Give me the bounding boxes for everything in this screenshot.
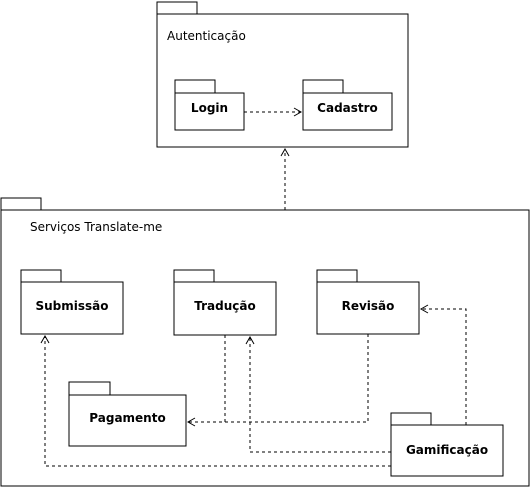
package-traducao-label: Tradução [194,299,255,313]
package-gamificacao[interactable]: Gamificação [390,412,504,477]
package-servicos-label: Serviços Translate-me [30,220,162,234]
package-gamificacao-label: Gamificação [406,443,488,457]
package-submissao-label: Submissão [35,299,108,313]
package-pagamento[interactable]: Pagamento [68,381,187,447]
package-traducao[interactable]: Tradução [173,269,277,336]
package-submissao[interactable]: Submissão [20,269,124,335]
dependency-gamificacao-to-revisao [419,304,467,425]
package-revisao[interactable]: Revisão [316,269,420,335]
package-pagamento-label: Pagamento [89,411,165,425]
package-login[interactable]: Login [174,79,245,131]
package-cadastro-label: Cadastro [317,101,378,115]
dependency-gamificacao-to-submissao [40,334,391,467]
package-autenticacao-label: Autenticação [167,29,246,43]
dependency-gamificacao-to-traducao [245,335,391,453]
package-revisao-label: Revisão [342,299,395,313]
package-cadastro[interactable]: Cadastro [302,79,393,131]
package-login-label: Login [191,101,228,115]
